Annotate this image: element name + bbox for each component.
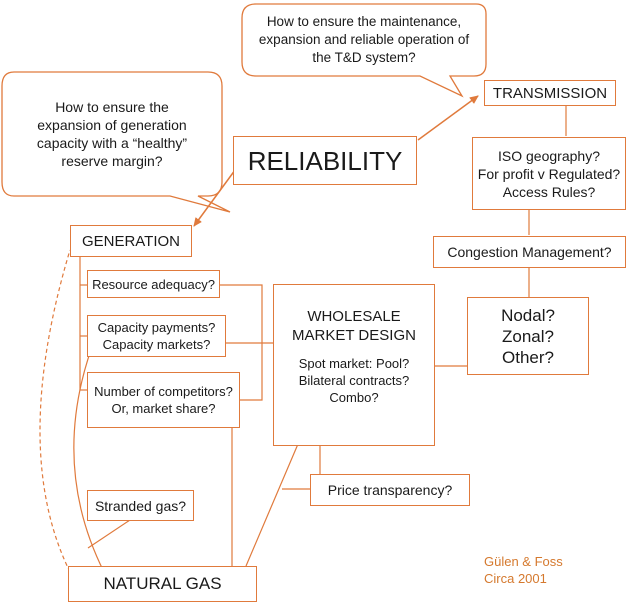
access-rules-text: Access Rules? bbox=[502, 183, 596, 200]
wholesale-title-1: WHOLESALE bbox=[307, 308, 401, 325]
profit-regulated-text: For profit v Regulated? bbox=[477, 165, 621, 182]
competitors-node: Number of competitors? Or, market share? bbox=[87, 372, 240, 428]
callout-td: How to ensure the maintenance, expansion… bbox=[244, 6, 484, 74]
generation-label: GENERATION bbox=[81, 232, 181, 250]
callout-td-line-2: expansion and reliable operation of bbox=[258, 32, 470, 47]
spot-market-text: Spot market: Pool? bbox=[298, 356, 410, 371]
competitors-text: Number of competitors? bbox=[94, 384, 233, 399]
combo-text: Combo? bbox=[329, 390, 379, 405]
callout-td-bubble bbox=[241, 3, 487, 98]
credit: Gülen & Foss Circa 2001 bbox=[484, 553, 563, 587]
stranded-gas-node: Stranded gas? bbox=[87, 490, 194, 521]
other-text: Other? bbox=[502, 347, 554, 367]
credit-authors: Gülen & Foss bbox=[484, 554, 563, 569]
wire-wholesale-gas bbox=[245, 443, 299, 567]
capacity-markets-text: Capacity markets? bbox=[102, 337, 211, 352]
price-transparency-label: Price transparency? bbox=[327, 482, 453, 498]
nodal-text: Nodal? bbox=[501, 305, 555, 325]
transmission-node: TRANSMISSION bbox=[484, 80, 616, 106]
callout-generation-bubble bbox=[1, 71, 231, 213]
pricing-node: Nodal? Zonal? Other? bbox=[467, 297, 589, 375]
resource-adequacy-label: Resource adequacy? bbox=[92, 276, 215, 292]
reliability-label: RELIABILITY bbox=[247, 145, 403, 176]
wholesale-title-2: MARKET DESIGN bbox=[292, 327, 416, 344]
callout-gen-line-4: reserve margin? bbox=[61, 153, 163, 169]
arrow-to-transmission bbox=[417, 95, 479, 141]
capacity-payments-text: Capacity payments? bbox=[97, 320, 216, 335]
transmission-questions-node: ISO geography? For profit v Regulated? A… bbox=[472, 137, 626, 210]
bilateral-text: Bilateral contracts? bbox=[298, 373, 410, 388]
wire-gas-stranded bbox=[87, 519, 131, 549]
credit-year: Circa 2001 bbox=[484, 571, 547, 586]
congestion-node: Congestion Management? bbox=[433, 236, 626, 268]
market-share-text: Or, market share? bbox=[111, 401, 216, 416]
reliability-node: RELIABILITY bbox=[233, 136, 417, 185]
generation-node: GENERATION bbox=[70, 225, 192, 257]
wire-gas-generation-dashed bbox=[39, 249, 71, 573]
callout-generation: How to ensure the expansion of generatio… bbox=[4, 78, 220, 190]
callout-td-line-1: How to ensure the maintenance, bbox=[266, 14, 462, 29]
wire-gas-capacity bbox=[73, 335, 105, 573]
transmission-label: TRANSMISSION bbox=[492, 84, 608, 102]
capacity-node: Capacity payments? Capacity markets? bbox=[87, 315, 226, 357]
natural-gas-label: NATURAL GAS bbox=[103, 574, 222, 593]
callout-td-line-3: the T&D system? bbox=[312, 50, 416, 65]
price-transparency-node: Price transparency? bbox=[310, 474, 470, 506]
callout-gen-line-2: expansion of generation bbox=[37, 117, 187, 133]
stranded-gas-label: Stranded gas? bbox=[94, 497, 187, 514]
callout-gen-line-3: capacity with a “healthy” bbox=[36, 135, 188, 151]
congestion-label: Congestion Management? bbox=[447, 244, 612, 260]
zonal-text: Zonal? bbox=[502, 326, 554, 346]
natural-gas-node: NATURAL GAS bbox=[68, 566, 257, 602]
arrow-to-generation bbox=[193, 165, 239, 227]
wholesale-node: WHOLESALE MARKET DESIGN Spot market: Poo… bbox=[273, 284, 435, 446]
callout-gen-line-1: How to ensure the bbox=[55, 99, 169, 115]
iso-geography-text: ISO geography? bbox=[498, 147, 600, 164]
resource-adequacy-node: Resource adequacy? bbox=[87, 270, 220, 298]
